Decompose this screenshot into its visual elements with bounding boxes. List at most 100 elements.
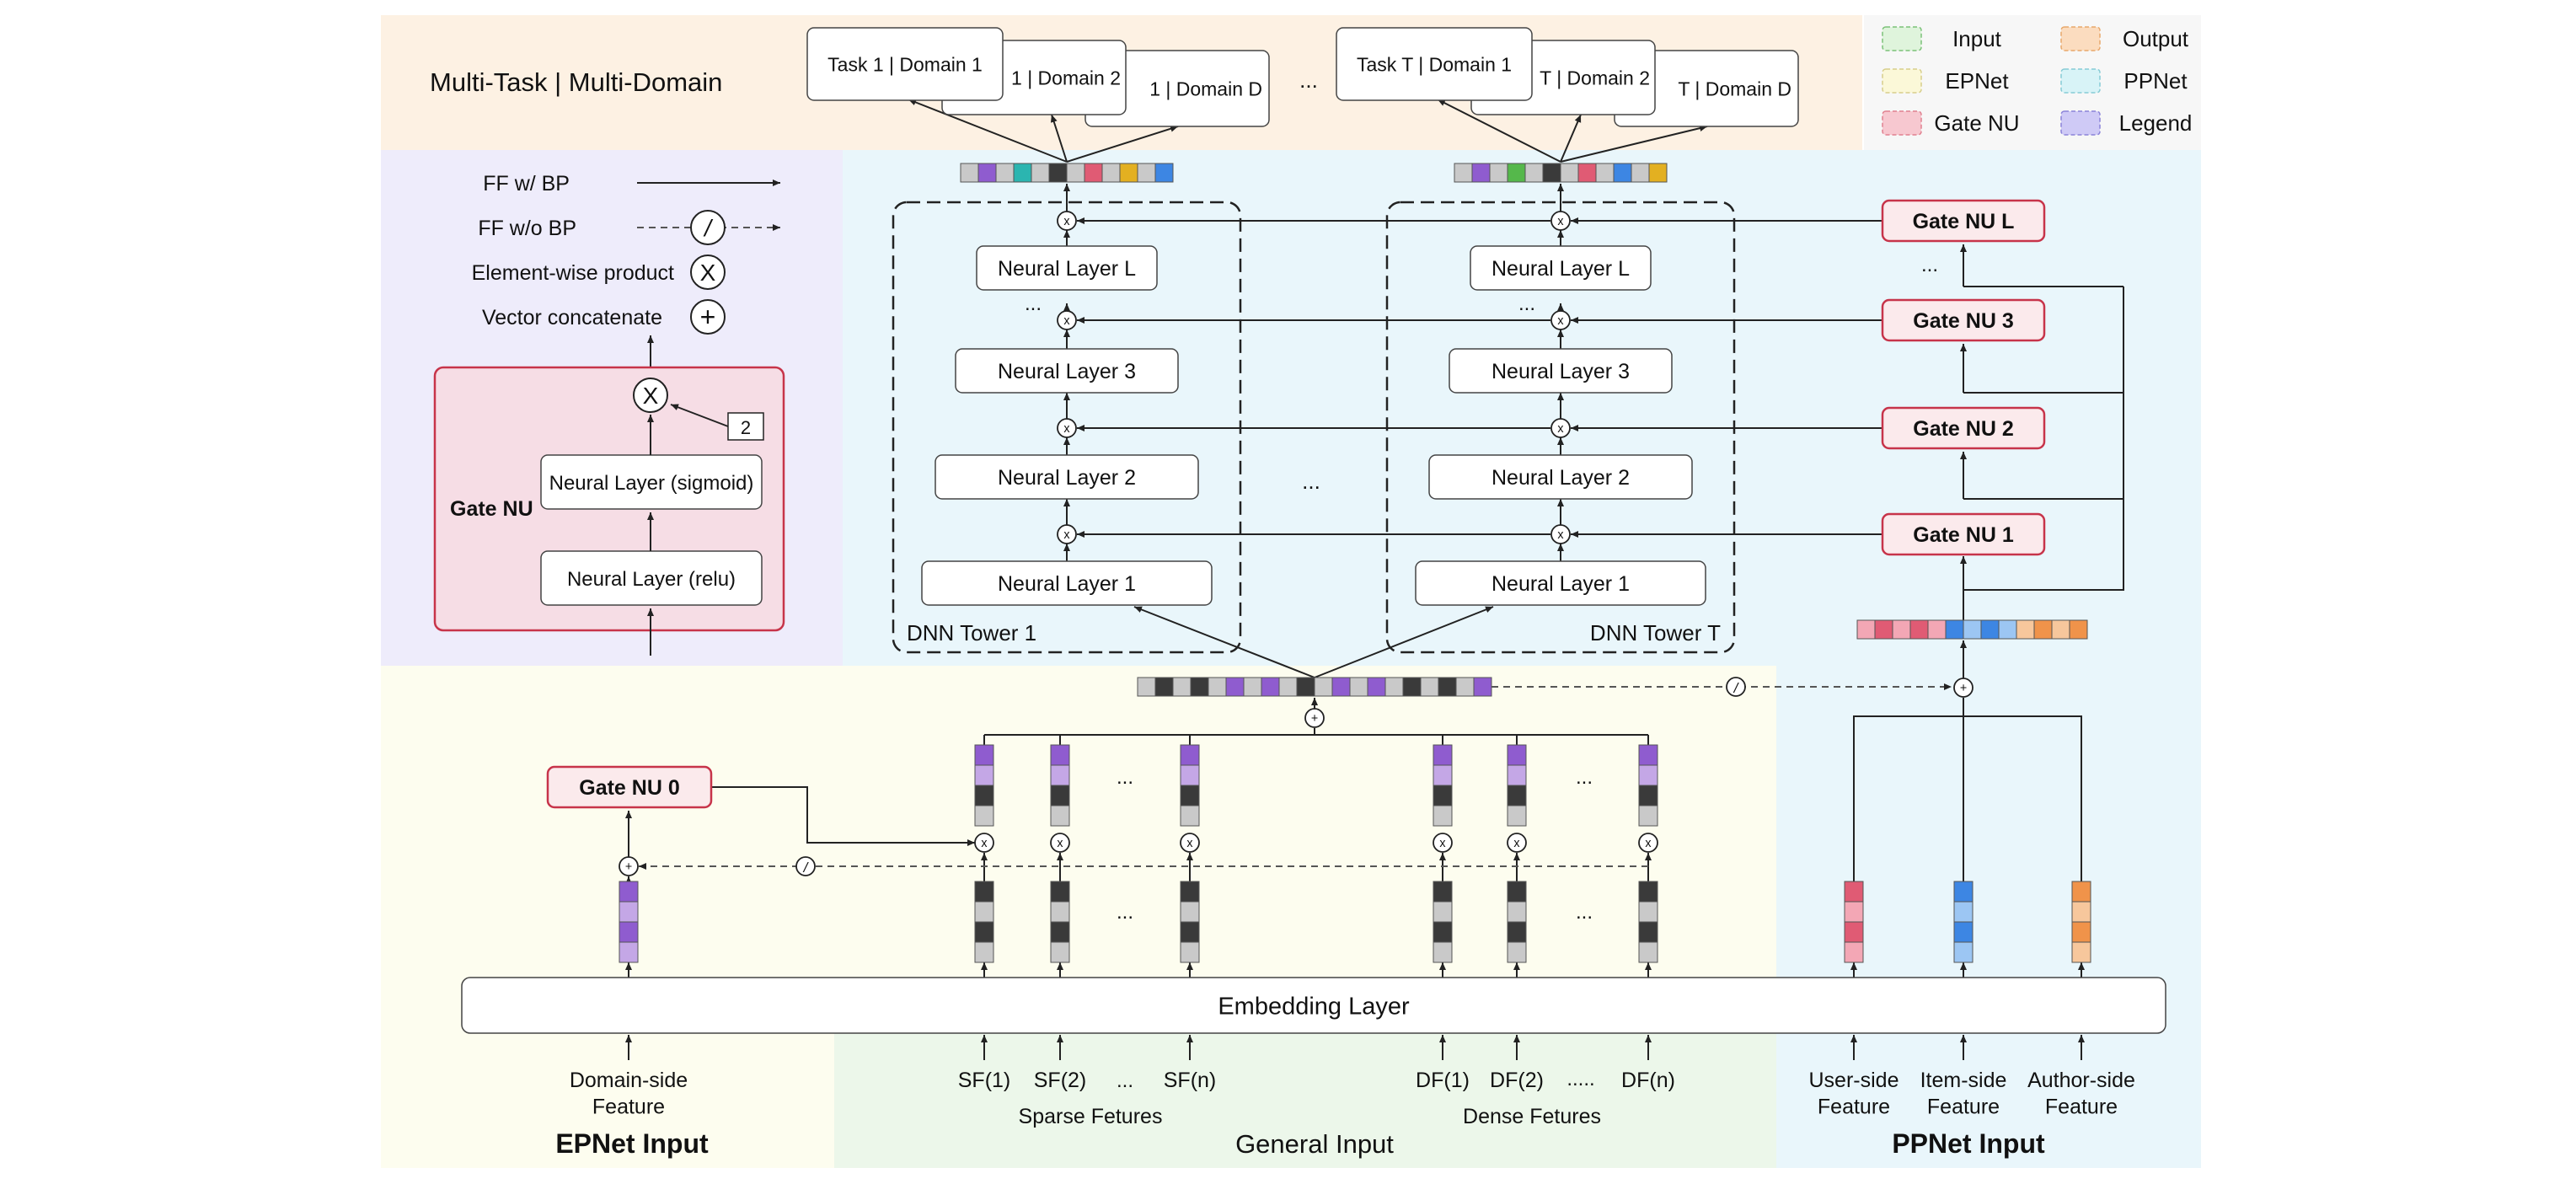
- stop-gradient-icon: [690, 210, 726, 245]
- feature-embedding-cell: [1050, 941, 1070, 963]
- legend-swatch: [2060, 26, 2101, 51]
- scale-value: 2: [741, 417, 751, 438]
- output-vector-cell: [1507, 163, 1526, 183]
- gate-nu-0: [546, 765, 713, 809]
- gate-nu-box: [1881, 512, 2046, 556]
- output-vector-cell: [1595, 163, 1615, 183]
- tower-gate-product: [1057, 418, 1077, 438]
- tower-gate-product-glyph: x: [1063, 422, 1069, 436]
- output-arrow: [1437, 99, 1561, 163]
- output-vector-cell: [1119, 163, 1138, 183]
- gate-nu-box: [1881, 298, 2046, 342]
- ppnet-embedding-cell: [2071, 921, 2091, 943]
- concat-vector-cell: [1278, 677, 1298, 697]
- neural-layer-label: Neural Layer L: [998, 257, 1136, 281]
- ppnet-vector-cell: [1892, 619, 1911, 640]
- ppnet-vector-cell: [1909, 619, 1929, 640]
- feature-gate-product: [974, 833, 994, 853]
- legend-swatch: [2060, 110, 2101, 136]
- ppnet-author-route: [1963, 715, 2082, 881]
- output-vector-cell: [1613, 163, 1632, 183]
- domain-embedding-cell: [619, 901, 639, 923]
- gate-nu-box: [1881, 199, 2046, 243]
- output-arrow: [908, 99, 1068, 163]
- gated-embedding-cell: [1180, 744, 1200, 766]
- output-vector-cell: [995, 163, 1015, 183]
- gated-embedding-cell: [974, 744, 994, 766]
- gated-embedding-cell: [974, 805, 994, 827]
- elementwise-label: Element-wise product: [472, 261, 674, 285]
- ppnet-embedding-cell: [1844, 881, 1864, 903]
- gated-embedding-cell: [1433, 805, 1453, 827]
- output-vector-cell: [1048, 163, 1068, 183]
- neural-layer: [1415, 560, 1706, 606]
- sparse-feature-label: SF(2): [1034, 1069, 1087, 1092]
- gate-nu-0-label: Gate NU 0: [579, 776, 679, 800]
- tower-input-arrow: [1133, 606, 1315, 678]
- times-icon: [690, 254, 726, 290]
- task-card-front-label: Task 1 | Domain 1: [827, 53, 983, 75]
- gated-embedding-cell: [1180, 785, 1200, 806]
- neural-layer: [955, 348, 1179, 394]
- gated-embedding-cell: [1433, 744, 1453, 766]
- feature-embedding-cell: [1638, 881, 1658, 903]
- feature-embedding-cell: [1050, 881, 1070, 903]
- neural-layer-label: Neural Layer L: [1492, 257, 1630, 281]
- gate-detail-title: Gate NU: [450, 497, 533, 521]
- gated-embedding-cell: [1180, 764, 1200, 786]
- dnn-tower: [1385, 201, 1736, 654]
- feature-gate-product-glyph: x: [1645, 837, 1651, 850]
- ppnet-feature-label: Feature: [1818, 1095, 1890, 1118]
- legend-label: PPNet: [2123, 68, 2188, 94]
- gate0-route: [711, 786, 974, 844]
- relu-layer-label: Neural Layer (relu): [567, 568, 736, 591]
- concat-vector-cell: [1261, 677, 1280, 697]
- tower-ellipsis: ...: [1302, 469, 1320, 494]
- output-arrow: [1560, 125, 1708, 163]
- gated-embedding-cell: [1180, 805, 1200, 827]
- feature-gate-product: [1433, 833, 1453, 853]
- gated-embedding-cell: [1433, 764, 1453, 786]
- feature-embedding-cell: [1638, 921, 1658, 943]
- ppnet-embedding-cell: [1844, 901, 1864, 923]
- output-vector-cell: [1084, 163, 1103, 183]
- gated-embedding-cell: [1638, 764, 1658, 786]
- output-vector-cell: [1013, 163, 1032, 183]
- sparse-features-title: Sparse Fetures: [1019, 1105, 1163, 1128]
- concat-vector-cell: [1438, 677, 1457, 697]
- ppnet-feature-label: Feature: [2045, 1095, 2118, 1118]
- gate-nu-box-label: Gate NU L: [1913, 210, 2015, 233]
- tower-gate-product: [1550, 211, 1571, 231]
- ff-nobp-label: FF w/o BP: [478, 217, 576, 240]
- concat-vector-cell: [1420, 677, 1439, 697]
- concat-vector-cell: [1190, 677, 1209, 697]
- tower-gate-product-glyph: x: [1063, 528, 1069, 542]
- legend-swatch: [1882, 26, 1922, 51]
- ppnet-embedding-cell: [1953, 921, 1974, 943]
- concat-label: Vector concatenate: [482, 306, 662, 329]
- ppnet-feature-label: Author-side: [2027, 1069, 2135, 1092]
- output-vector-cell: [977, 163, 997, 183]
- task-card-front: [1336, 27, 1533, 101]
- concat-vector-cell: [1137, 677, 1156, 697]
- neural-layer: [976, 245, 1158, 291]
- neural-layer: [1449, 348, 1673, 394]
- concat-vector-cell: [1243, 677, 1262, 697]
- ppnet-route: [1963, 287, 2124, 591]
- gated-embedding-cell: [974, 785, 994, 806]
- ppnet-embedding-cell: [2071, 881, 2091, 903]
- tower-gate-product: [1057, 310, 1077, 330]
- ppnet-vector-cell: [2051, 619, 2070, 640]
- neural-layer-label: Neural Layer 1: [998, 572, 1136, 596]
- ppnet-region: [1776, 666, 2201, 1168]
- central-concat: [1304, 708, 1325, 728]
- concat-vector-cell: [1225, 677, 1245, 697]
- times-glyph: X: [700, 260, 716, 286]
- sparse-feature-label: SF(1): [958, 1069, 1011, 1092]
- gate-product-glyph: X: [643, 383, 659, 409]
- neural-layer-label: Neural Layer 2: [1492, 466, 1630, 490]
- ppnet-vector-cell: [1927, 619, 1947, 640]
- column-ellipsis: ...: [1576, 901, 1593, 924]
